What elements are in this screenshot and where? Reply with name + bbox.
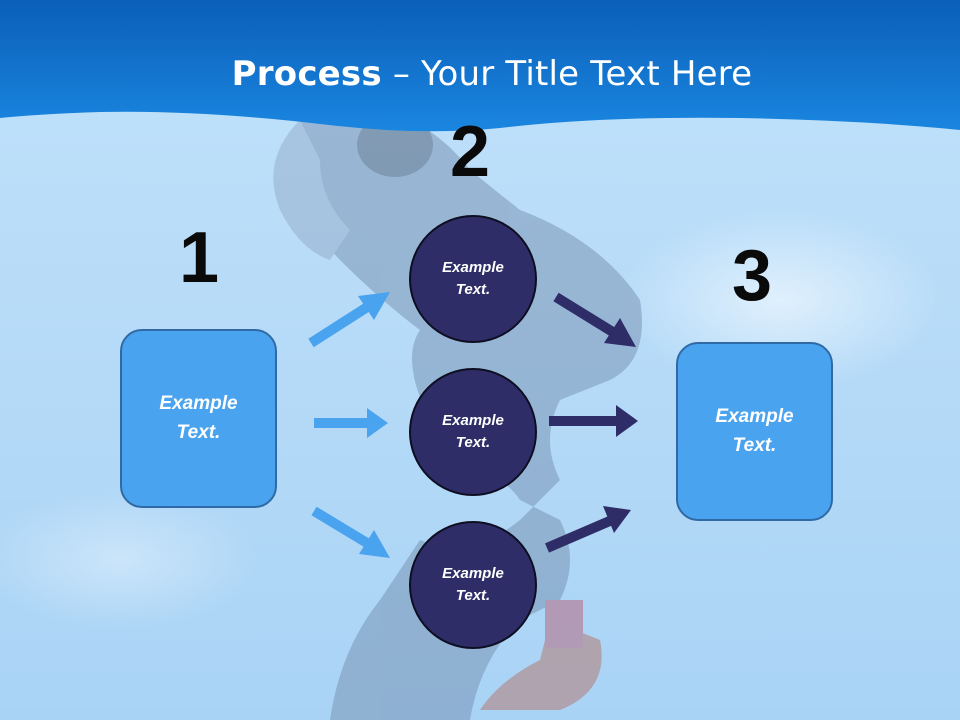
circle-bottom-text: Example Text. — [442, 564, 504, 605]
header-wave — [0, 0, 960, 132]
circle-top-text: Example Text. — [442, 258, 504, 299]
left-box-text: Example Text. — [159, 393, 238, 443]
step-number-2: 2 — [450, 112, 491, 192]
left-process-box: Example Text. — [120, 329, 277, 508]
title-bold: Process — [231, 54, 382, 94]
title-dash: – — [381, 54, 422, 94]
process-circle-bottom: Example Text. — [409, 521, 537, 649]
right-box-text: Example Text. — [715, 406, 794, 456]
right-process-box: Example Text. — [676, 342, 833, 521]
process-circle-top: Example Text. — [409, 215, 537, 343]
circle-middle-text: Example Text. — [442, 411, 504, 452]
step-number-3: 3 — [732, 236, 773, 316]
slide-title: Process – Your Title Text Here — [0, 54, 960, 94]
title-rest: Your Title Text Here — [421, 54, 753, 94]
step-number-1: 1 — [179, 218, 220, 298]
process-circle-middle: Example Text. — [409, 368, 537, 496]
cloud-shape — [0, 490, 260, 630]
